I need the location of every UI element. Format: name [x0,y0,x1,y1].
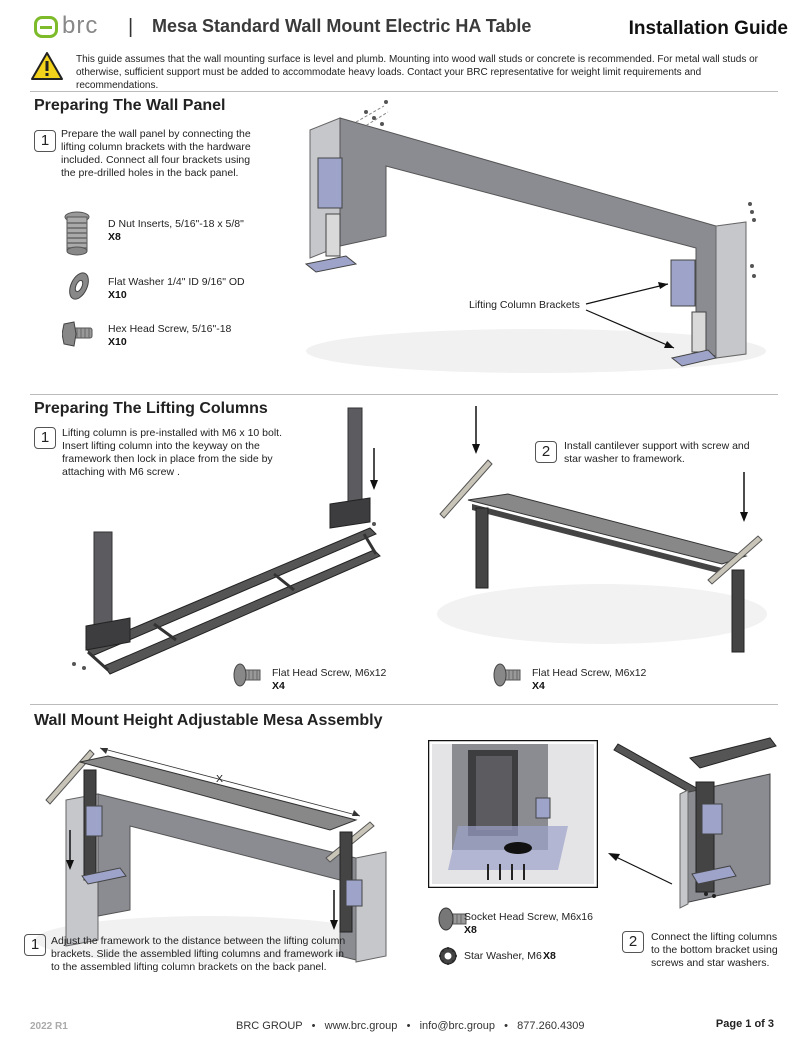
cantilever-frame-illustration [437,406,767,653]
part-name: Flat Head Screw, M6x12 [532,667,647,679]
step-1-text: Adjust the framework to the distance bet… [51,935,346,973]
step-number-1: 1 [24,934,46,956]
mesa-assembly-illustration [35,747,387,964]
footer-bullet: • [311,1020,316,1032]
hex-head-screw-icon [62,321,93,347]
part-name: Flat Head Screw, M6x12 [272,667,387,679]
installation-guide-label: Installation Guide [628,18,788,39]
logo-e-mark [34,16,58,38]
star-washer-icon [439,947,457,965]
document-title: Mesa Standard Wall Mount Electric HA Tab… [152,16,532,36]
part-flat-washer: Flat Washer 1/4" ID 9/16" OD X10 [62,271,292,307]
dimension-x-label: X [216,773,224,785]
section-title-wall-panel: Preparing The Wall Panel [34,97,226,114]
lifting-column-frame-illustration [72,407,381,675]
bracket-detail-illustration [428,740,598,888]
warning-text: This guide assumes that the wall mountin… [76,54,758,91]
step-number-2: 2 [622,931,644,953]
part-qty: X8 [108,231,121,243]
part-name: D Nut Inserts, 5/16"-18 x 5/8" [108,218,244,230]
step-2-text: Connect the lifting columns to the botto… [651,931,778,969]
socket-head-screw-icon [438,907,467,931]
part-qty: X8 [464,924,477,936]
part-name: Flat Washer 1/4" ID 9/16" OD [108,276,245,288]
step-number-2: 2 [535,441,557,463]
step-number-1: 1 [34,130,56,152]
step-2-text: Install cantilever support with screw an… [564,440,750,465]
brc-logo: brc [34,12,118,40]
part-flat-head-screw-1: Flat Head Screw, M6x12 X4 [230,662,460,698]
page-number: Page 1 of 3 [715,1018,774,1030]
part-name: Hex Head Screw, 5/16"-18 [108,323,232,335]
lifting-column-brackets-callout: Lifting Column Brackets [469,299,580,311]
flat-head-screw-icon [493,663,521,687]
part-qty: X10 [108,336,127,348]
part-name: Star Washer, M6 [464,950,542,962]
wall-panel-illustration [304,100,766,373]
footer-contact: BRC GROUP • www.brc.group • info@brc.gro… [236,1020,584,1032]
part-d-nut-insert: D Nut Inserts, 5/16"-18 x 5/8" X8 [62,211,292,256]
part-flat-head-screw-2: Flat Head Screw, M6x12 X4 [490,662,720,698]
divider-mid-1 [30,394,778,395]
footer-bullet: • [406,1020,411,1032]
part-hex-head-screw: Hex Head Screw, 5/16"-18 X10 [62,318,292,354]
part-socket-head-screw: Socket Head Screw, M6x16 X8 [436,906,666,942]
logo-text: brc [62,12,99,39]
flat-washer-icon [69,272,89,300]
detail-arrow [608,853,673,885]
part-qty: X4 [272,680,285,692]
divider-top [30,91,778,92]
part-qty: X4 [532,680,545,692]
part-star-washer: Star Washer, M6 X8 [438,946,638,968]
part-qty: X8 [543,950,556,962]
footer-website-link[interactable]: www.brc.group [324,1020,398,1032]
footer-company: BRC GROUP [236,1020,303,1032]
step-number-1: 1 [34,427,56,449]
step-1-text: Prepare the wall panel by connecting the… [61,128,251,179]
flat-head-screw-icon [233,663,261,687]
part-name: Socket Head Screw, M6x16 [464,911,593,923]
header-separator: | [128,16,134,38]
d-nut-insert-icon [64,211,90,256]
section-title-lifting-columns: Preparing The Lifting Columns [34,400,268,417]
warning-icon [31,52,63,80]
section-title-mesa-assembly: Wall Mount Height Adjustable Mesa Assemb… [34,712,383,729]
part-qty: X10 [108,289,127,301]
footer-email-link[interactable]: info@brc.group [419,1020,495,1032]
divider-mid-2 [30,704,778,705]
footer-bullet: • [504,1020,508,1032]
footer-revision: 2022 R1 [30,1021,68,1032]
footer-phone: 877.260.4309 [517,1020,585,1032]
column-bracket-closeup-illustration [613,737,777,909]
step-1-text: Lifting column is pre-installed with M6 … [62,427,283,478]
